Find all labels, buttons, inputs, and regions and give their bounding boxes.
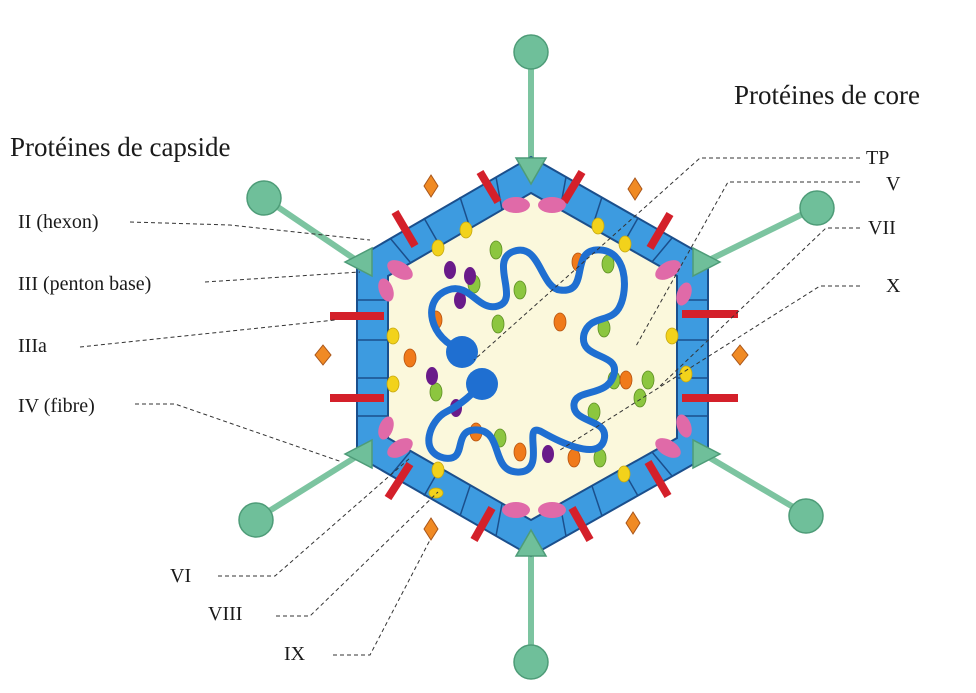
label-hexon: II (hexon) [18, 211, 99, 233]
fibre-lower-right [705, 455, 805, 514]
label-penton-base: III (penton base) [18, 273, 151, 295]
heading-core-proteins: Protéines de core [734, 80, 920, 110]
label-ix: IX [284, 643, 306, 665]
label-vii: VII [868, 217, 896, 239]
label-tp: TP [866, 147, 889, 169]
label-viii: VIII [208, 603, 242, 625]
fibre-knob-upper-left [247, 181, 281, 215]
fibre-knob-lower-right [789, 499, 823, 533]
label-x: X [886, 275, 901, 297]
label-iiia: IIIa [18, 335, 47, 357]
heading-capsid-proteins: Protéines de capside [10, 132, 230, 162]
label-fibre: IV (fibre) [18, 395, 95, 417]
label-vi: VI [170, 565, 191, 587]
label-v: V [886, 173, 901, 195]
fibre-knob-upper-right [800, 191, 834, 225]
fibre-lower-left [258, 455, 359, 518]
fibre-knob-top [514, 35, 548, 69]
fibre-knob-bottom [514, 645, 548, 679]
fibre-knob-lower-left [239, 503, 273, 537]
